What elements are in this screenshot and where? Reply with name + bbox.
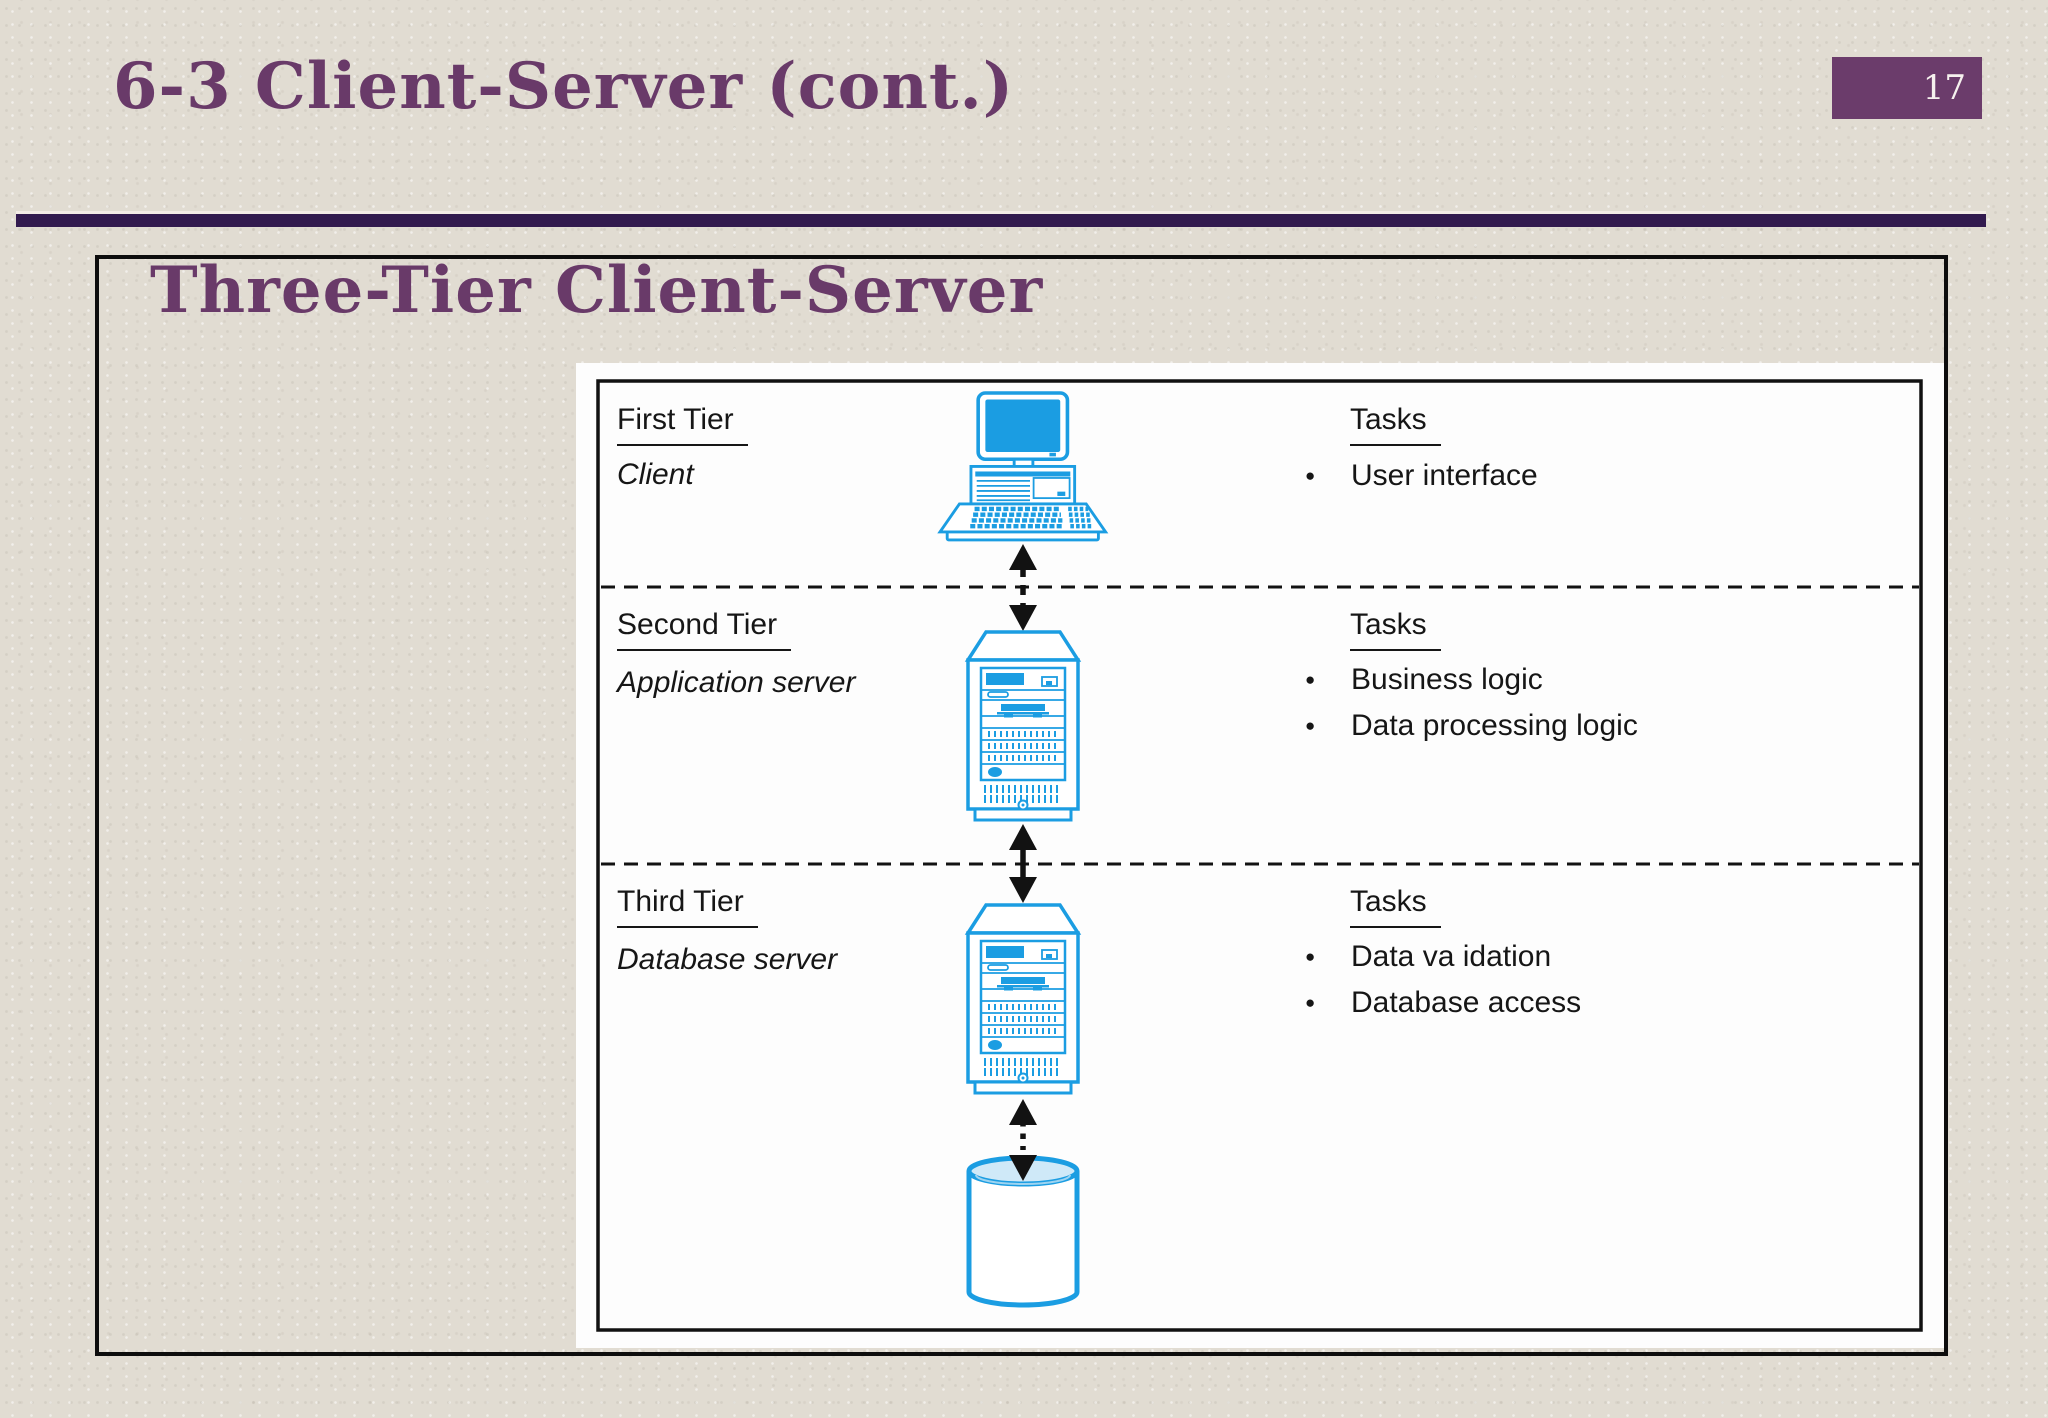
tier3-role: Database server — [617, 943, 838, 976]
tier2-role: Application server — [617, 666, 856, 699]
task-item: Database access — [1305, 986, 1581, 1021]
title-rule-highlight — [16, 211, 1986, 214]
tier3-label: Third Tier — [617, 885, 758, 928]
diagram-artwork — [596, 379, 1923, 1332]
tier3-tasks-header-text: Tasks — [1350, 885, 1441, 928]
tier3-label-text: Third Tier — [617, 885, 758, 928]
task-item: Data va idation — [1305, 940, 1581, 975]
tier1-tasks-header: Tasks — [1350, 403, 1441, 446]
page-number-badge: 17 — [1832, 57, 1982, 119]
content-heading: Three-Tier Client-Server — [150, 253, 1044, 328]
tier1-task-list: User interface — [1305, 459, 1538, 505]
tier2-tasks-header-text: Tasks — [1350, 608, 1441, 651]
tier2-label-text: Second Tier — [617, 608, 792, 651]
task-item: Business logic — [1305, 663, 1638, 698]
tier1-role: Client — [617, 458, 694, 491]
tier1-label-text: First Tier — [617, 403, 748, 446]
arrow-app-db — [1009, 824, 1037, 903]
database-cylinder-icon — [966, 1155, 1080, 1308]
desktop-computer-icon — [937, 391, 1109, 542]
tier2-task-list: Business logic Data processing logic — [1305, 663, 1638, 754]
server-tower-icon-db — [966, 903, 1080, 1095]
page-number: 17 — [1922, 68, 1966, 108]
tier1-tasks-header-text: Tasks — [1350, 403, 1441, 446]
task-item: User interface — [1305, 459, 1538, 494]
three-tier-diagram: First Tier Client Tasks User interface S… — [576, 363, 1944, 1348]
arrow-client-app — [1009, 544, 1037, 631]
tier2-label: Second Tier — [617, 608, 792, 651]
server-tower-icon-app — [966, 630, 1080, 822]
tier2-tasks-header: Tasks — [1350, 608, 1441, 651]
diagram-frame — [596, 379, 1923, 1332]
arrow-db-storage — [1009, 1099, 1037, 1181]
page-title: 6-3 Client-Server (cont.) — [113, 49, 1014, 124]
tier3-task-list: Data va idation Database access — [1305, 940, 1581, 1031]
content-box — [95, 255, 1948, 1356]
task-item: Data processing logic — [1305, 709, 1638, 744]
title-rule — [16, 214, 1986, 227]
tier1-label: First Tier — [617, 403, 748, 446]
tier3-tasks-header: Tasks — [1350, 885, 1441, 928]
